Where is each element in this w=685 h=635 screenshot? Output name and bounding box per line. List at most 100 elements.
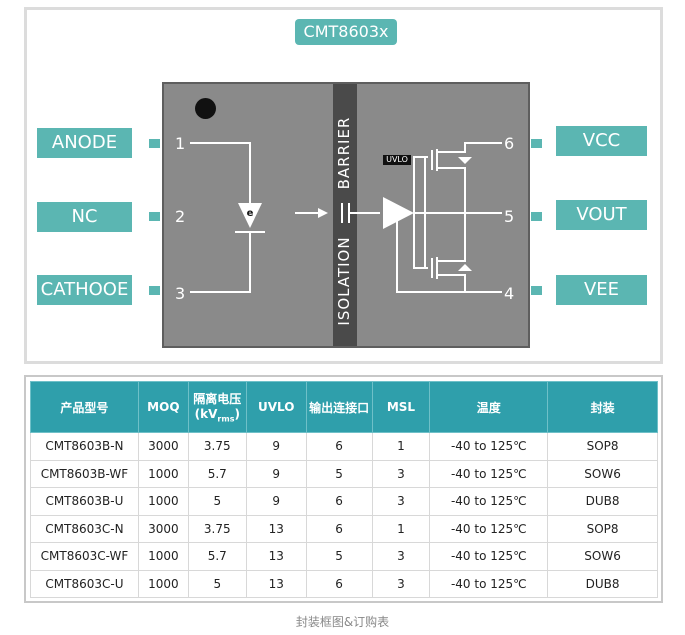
coupling-arrowhead <box>318 208 328 218</box>
cell-uvlo: 9 <box>245 432 307 461</box>
pmos-source <box>437 167 466 213</box>
cathode-wire <box>190 232 251 293</box>
pin-number-5: 5 <box>504 207 515 226</box>
header-output-port: 输出连接口 <box>305 381 373 433</box>
pin-stub-1 <box>149 139 160 148</box>
cell-isolation-voltage: 5 <box>187 569 247 598</box>
cell-temperature: -40 to 125℃ <box>429 487 549 516</box>
pin-stub-3 <box>149 286 160 295</box>
cell-moq: 3000 <box>137 432 189 461</box>
cell-model: CMT8603B-N <box>30 432 139 461</box>
cell-package: DUB8 <box>547 487 658 516</box>
pin-number-1: 1 <box>175 134 186 153</box>
cell-temperature: -40 to 125℃ <box>429 569 549 598</box>
cell-msl: 1 <box>371 432 431 461</box>
vee-wire <box>396 213 502 293</box>
cell-package: SOW6 <box>547 459 658 488</box>
pin-number-3: 3 <box>175 284 186 303</box>
cell-model: CMT8603C-U <box>30 569 139 598</box>
output-buffer-triangle <box>383 197 414 229</box>
cell-uvlo: 13 <box>245 569 307 598</box>
cell-output-port: 6 <box>305 432 373 461</box>
uvlo-tag: UVLO <box>383 155 411 165</box>
cell-msl: 3 <box>371 459 431 488</box>
nmos-diode <box>458 264 472 271</box>
header-msl: MSL <box>371 381 431 433</box>
cell-isolation-voltage: 5.7 <box>187 459 247 488</box>
cell-temperature: -40 to 125℃ <box>429 432 549 461</box>
pin-number-4: 4 <box>504 284 515 303</box>
anode-wire <box>190 142 251 203</box>
ordering-table-frame: 产品型号 MOQ 隔离电压 (kVrms) UVLO 输出连接口 MSL 温度 … <box>24 375 663 603</box>
figure-caption: 封装框图&订购表 <box>295 615 390 629</box>
cell-temperature: -40 to 125℃ <box>429 514 549 543</box>
cell-msl: 1 <box>371 514 431 543</box>
gate-wire-bottom-outer <box>413 213 428 269</box>
cell-package: SOP8 <box>547 514 658 543</box>
header-voltage-unit: (kVrms) <box>194 407 240 424</box>
led-letter: e <box>247 208 254 219</box>
header-package: 封装 <box>547 381 658 433</box>
ordering-table: 产品型号 MOQ 隔离电压 (kVrms) UVLO 输出连接口 MSL 温度 … <box>30 381 658 598</box>
pin-number-2: 2 <box>175 207 186 226</box>
pin-label-vout: VOUT <box>556 200 647 230</box>
header-temperature: 温度 <box>429 381 549 433</box>
cell-package: DUB8 <box>547 569 658 598</box>
cell-output-port: 5 <box>305 542 373 571</box>
table-header-row: 产品型号 MOQ 隔离电压 (kVrms) UVLO 输出连接口 MSL 温度 … <box>30 381 658 433</box>
cell-model: CMT8603C-WF <box>30 542 139 571</box>
cell-package: SOP8 <box>547 432 658 461</box>
diagram-title: CMT8603x <box>295 19 397 45</box>
cell-msl: 3 <box>371 542 431 571</box>
cell-isolation-voltage: 5.7 <box>187 542 247 571</box>
pin-stub-2 <box>149 212 160 221</box>
gate-wire-top-outer <box>413 156 428 213</box>
cell-isolation-voltage: 5 <box>187 487 247 516</box>
nmos-drain <box>437 213 466 262</box>
pin-label-cathode: CATHOOE <box>37 275 132 305</box>
pin-label-nc: NC <box>37 202 132 232</box>
cell-moq: 3000 <box>137 514 189 543</box>
pin-label-vee: VEE <box>556 275 647 305</box>
pin-label-vcc: VCC <box>556 126 647 156</box>
isolation-barrier <box>333 84 357 346</box>
cell-output-port: 5 <box>305 459 373 488</box>
cell-uvlo: 13 <box>245 542 307 571</box>
pin-stub-6 <box>531 139 542 148</box>
pin-stub-5 <box>531 212 542 221</box>
cell-package: SOW6 <box>547 542 658 571</box>
pin-stub-4 <box>531 286 542 295</box>
cell-temperature: -40 to 125℃ <box>429 542 549 571</box>
cell-moq: 1000 <box>137 569 189 598</box>
cell-msl: 3 <box>371 569 431 598</box>
cell-moq: 1000 <box>137 542 189 571</box>
cell-moq: 1000 <box>137 487 189 516</box>
cell-uvlo: 9 <box>245 487 307 516</box>
header-model: 产品型号 <box>30 381 139 433</box>
pin-number-6: 6 <box>504 134 515 153</box>
nmos-source <box>437 274 466 292</box>
header-moq: MOQ <box>137 381 189 433</box>
cell-isolation-voltage: 3.75 <box>187 432 247 461</box>
cell-isolation-voltage: 3.75 <box>187 514 247 543</box>
pin-label-anode: ANODE <box>37 128 132 158</box>
pmos-drain <box>437 142 502 153</box>
circuit-schematic: e <box>190 142 502 293</box>
pmos-diode <box>458 157 472 164</box>
cell-uvlo: 9 <box>245 459 307 488</box>
pin1-marker-dot <box>195 98 216 119</box>
cell-model: CMT8603B-U <box>30 487 139 516</box>
cell-output-port: 6 <box>305 569 373 598</box>
cell-temperature: -40 to 125℃ <box>429 459 549 488</box>
cell-uvlo: 13 <box>245 514 307 543</box>
cell-output-port: 6 <box>305 514 373 543</box>
header-isolation-voltage-label: 隔离电压 <box>193 392 242 407</box>
cell-model: CMT8603B-WF <box>30 459 139 488</box>
